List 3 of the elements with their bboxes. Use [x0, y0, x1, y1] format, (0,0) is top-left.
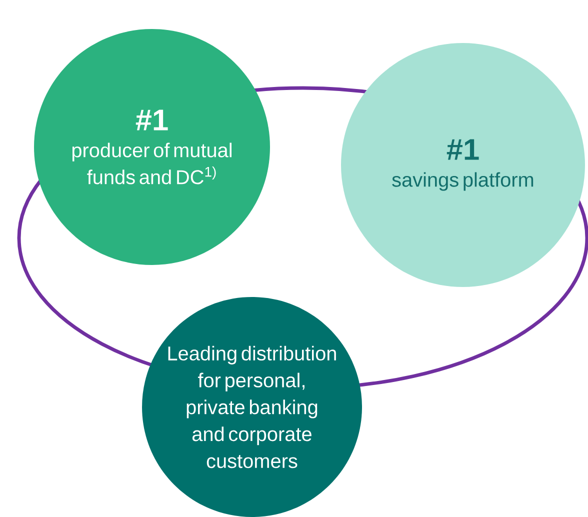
- circle-node: #1 savings platform: [341, 43, 585, 287]
- circle-node: #1 producer of mutual funds and DC$^{1)}$: [34, 29, 270, 265]
- circle-node: Leading distribution for personal, private banking and corporate customers: [142, 297, 362, 517]
